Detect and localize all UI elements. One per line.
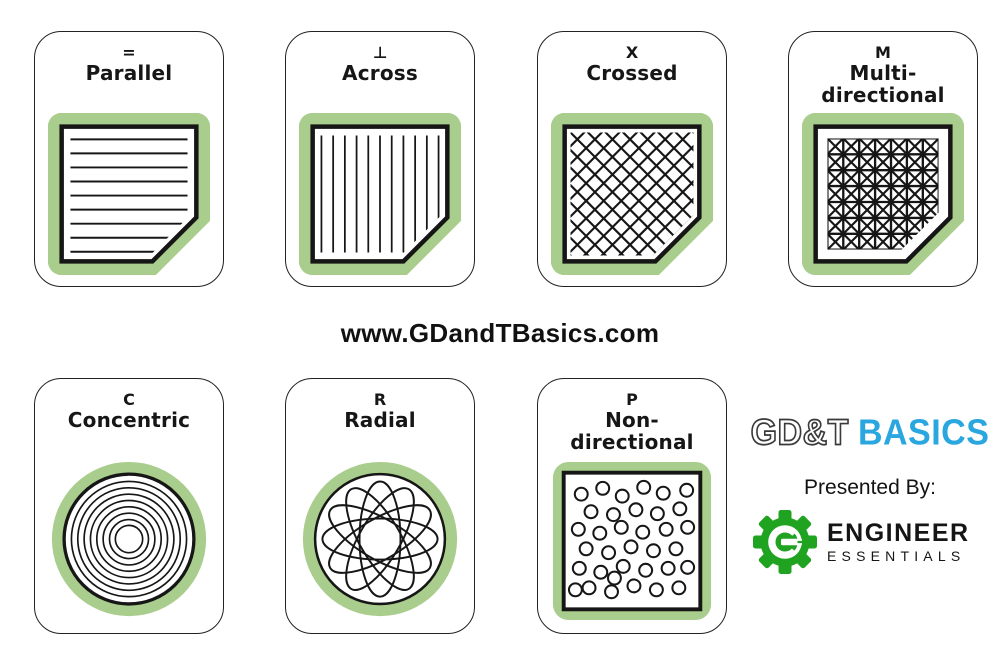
- lay-symbol: P: [626, 390, 638, 409]
- lay-pattern-icon: [552, 461, 712, 621]
- lay-pattern-icon: [551, 113, 713, 275]
- lay-symbol: =: [122, 43, 136, 62]
- card-across: ⊥ Across: [285, 31, 475, 287]
- lay-pattern-icon: [302, 461, 458, 617]
- basics-logo-word: BASICS: [857, 412, 990, 454]
- essentials-word: ESSENTIALS: [827, 548, 966, 564]
- card-concentric: C Concentric: [34, 378, 224, 634]
- lay-symbol: C: [123, 390, 135, 409]
- lay-label-line: directional: [821, 83, 945, 107]
- card-radial: R Radial: [285, 378, 475, 634]
- lay-label-line: Non-: [605, 408, 659, 432]
- lay-symbol: ⊥: [372, 43, 388, 62]
- card-title: X Crossed: [538, 43, 726, 84]
- lay-label: Multi-directional: [789, 62, 977, 106]
- card-title: R Radial: [286, 390, 474, 431]
- engineer-word: ENGINEER: [827, 519, 970, 547]
- lay-label: Radial: [286, 409, 474, 431]
- card-title: C Concentric: [35, 390, 223, 431]
- lay-label: Across: [286, 62, 474, 84]
- lay-label-line: Concentric: [67, 408, 191, 432]
- gdt-basics-logo: GD&T BASICS: [750, 412, 990, 454]
- lay-label: Concentric: [35, 409, 223, 431]
- lay-label-line: directional: [570, 430, 694, 454]
- lay-label-line: Multi-: [849, 61, 917, 85]
- engineer-essentials-logo: ENGINEER ESSENTIALS: [751, 506, 970, 578]
- lay-label: Non-directional: [538, 409, 726, 453]
- lay-label-line: Crossed: [586, 61, 678, 85]
- card-non-directional: P Non-directional: [537, 378, 727, 634]
- lay-symbol: M: [875, 43, 891, 62]
- card-title: ⊥ Across: [286, 43, 474, 84]
- card-parallel: = Parallel: [34, 31, 224, 287]
- lay-pattern-icon: [299, 113, 461, 275]
- card-title: = Parallel: [35, 43, 223, 84]
- gear-icon: [753, 510, 817, 574]
- lay-pattern-icon: [802, 113, 964, 275]
- lay-symbol: R: [373, 390, 387, 409]
- presented-by-label: Presented By:: [804, 476, 936, 499]
- lay-label: Parallel: [35, 62, 223, 84]
- card-title: P Non-directional: [538, 390, 726, 453]
- card-multi-directional: M Multi-directional: [788, 31, 978, 287]
- engineer-essentials-wordmark: ENGINEER ESSENTIALS: [827, 520, 970, 564]
- gdt-logo-word: GD&T: [750, 412, 849, 454]
- lay-pattern-icon: [48, 113, 210, 275]
- lay-pattern-icon: [51, 461, 207, 617]
- website-url-text: www.GDandTBasics.com: [340, 318, 660, 348]
- lay-label-line: Parallel: [85, 61, 173, 85]
- lay-label: Crossed: [538, 62, 726, 84]
- card-crossed: X Crossed: [537, 31, 727, 287]
- lay-symbol: X: [625, 43, 639, 62]
- lay-label-line: Across: [342, 61, 418, 85]
- card-title: M Multi-directional: [789, 43, 977, 106]
- lay-label-line: Radial: [344, 408, 416, 432]
